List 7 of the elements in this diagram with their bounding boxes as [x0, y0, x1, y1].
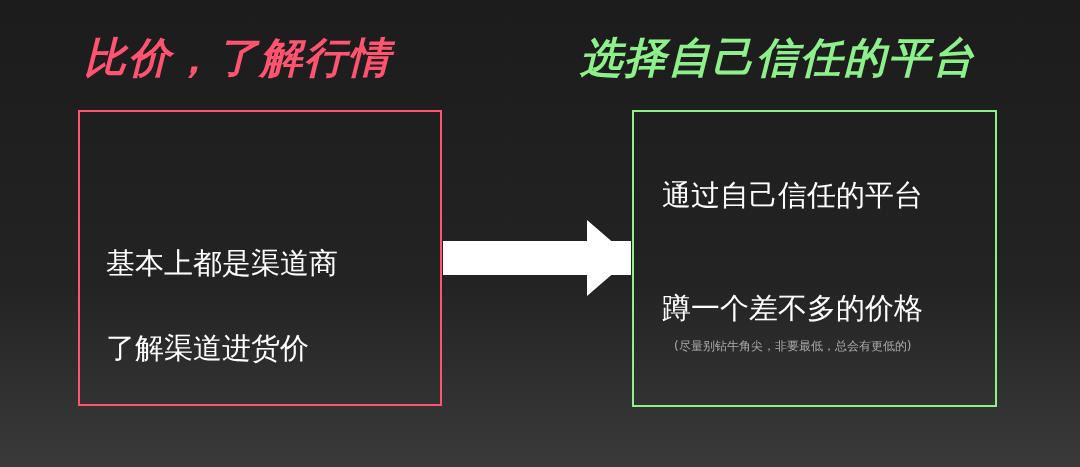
- text-line: 基本上都是渠道商: [106, 245, 338, 282]
- note-text: (尽量别钻牛角尖，非要最低，总会有更低的): [674, 338, 912, 355]
- text-line: 通过自己信任的平台: [662, 177, 923, 214]
- text-line: 蹲一个差不多的价格: [662, 290, 923, 327]
- text-line: 了解渠道进货价: [106, 330, 309, 367]
- heading: 选择自己信任的平台: [580, 32, 976, 84]
- arrow: [443, 220, 631, 296]
